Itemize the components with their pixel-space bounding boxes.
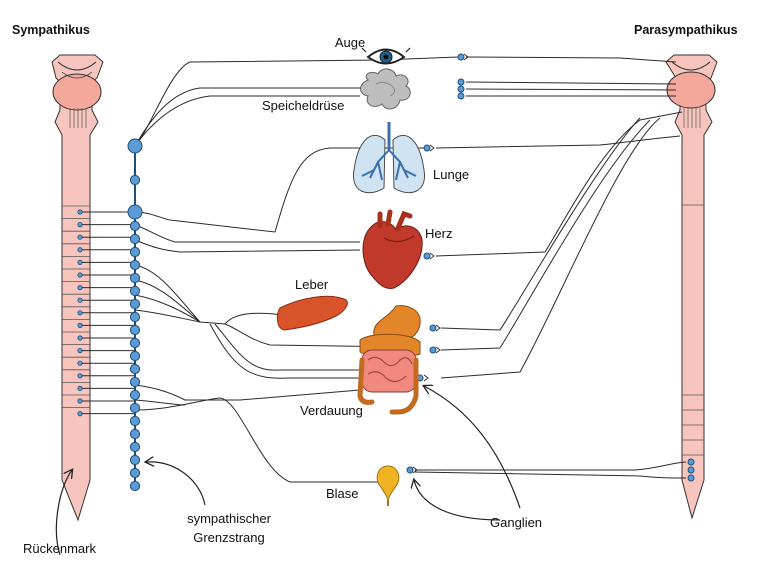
bladder-icon [376,465,400,506]
chain-ganglion [129,246,141,258]
spinal-exit-dot [77,284,83,291]
ganglien-label: Ganglien [490,515,543,530]
spinal-exit-dot [77,297,83,303]
chain-ganglion [129,454,141,466]
chain-ganglion [129,402,141,414]
spinal-exit-dot [77,398,83,404]
chain-ganglion [129,415,141,427]
spinal-exit-dot [77,234,83,240]
verdauung-label: Verdauung [300,403,363,418]
chain-ganglion [129,441,141,453]
chain-ganglion [129,480,141,492]
ganglion-gland-2 [457,85,465,93]
spinal-exit-dot [77,259,83,265]
chain-ganglion [129,467,141,479]
left-spinal-cord [51,54,104,522]
rueckenmark-label: Rückenmark [23,541,96,556]
chain-ganglion [129,220,141,232]
arrow-grenzstrang [146,462,206,506]
chain-ganglion [129,233,141,245]
chain-ganglion [129,350,141,362]
blase-label: Blase [326,486,359,501]
chain-ganglion [129,363,141,375]
chain-ganglion [129,428,141,440]
spinal-exit-dot [77,272,83,278]
liver-icon [276,295,348,331]
parasympathetic-nerves [414,56,687,479]
grenzstrang-label: sympathischer Grenzstrang [187,510,271,548]
sympathikus-title: Sympathikus [12,23,90,37]
heart-icon [362,209,423,289]
sympathetic-nerves [82,56,459,483]
chain-ganglion [129,272,141,284]
lung-icon [352,122,426,193]
chain-ganglion [129,389,141,401]
lunge-label: Lunge [433,167,470,182]
chain-ganglion [127,204,143,220]
ganglion-gland-1 [457,78,465,86]
chain-ganglion [129,337,141,349]
organ-ganglia [406,53,695,482]
chain-ganglion [129,311,141,323]
ganglion-eye [457,53,465,61]
chain-ganglion [129,174,141,186]
chain-ganglion [129,324,141,336]
spinal-exit-dot [77,222,83,228]
ganglion-lung [423,144,431,152]
spinal-exit-dot [77,310,83,316]
digestive-tract-icon [357,305,421,415]
ganglion-stomach [429,324,437,332]
chain-ganglion [127,138,143,154]
parasympathikus-title: Parasympathikus [634,23,738,37]
arrow-ganglien-bladder [414,480,501,521]
spinal-exit-dot [77,209,83,215]
ganglion-digestion-1 [429,346,437,354]
spinal-exit-dot [77,347,83,354]
leber-label: Leber [295,277,329,292]
chain-ganglion [129,298,141,310]
spinal-exit-dot [77,373,83,379]
ganglion-gland-3 [457,92,465,100]
salivary-gland-icon [360,68,411,110]
spinal-exit-dot [77,247,83,253]
spinal-exit-dot [77,385,83,391]
spinal-exit-dot [77,410,83,417]
spinal-exit-dot [77,360,83,366]
chain-ganglion [129,376,141,388]
grenzstrang-label-line1: sympathischer [187,511,271,526]
auge-label: Auge [334,35,366,50]
annotation-arrows [55,386,521,556]
right-spinal-cord [665,54,718,520]
chain-ganglion [129,259,141,271]
spinal-exit-dot [77,335,83,341]
arrow-ganglien-digestion [424,386,521,509]
grenzstrang-label-line2: Grenzstrang [193,529,265,545]
eye-icon [361,47,411,65]
spinal-exit-dot [77,322,83,328]
chain-ganglion [129,285,141,297]
arrow-rueckenmark [55,470,72,556]
herz-label: Herz [425,226,453,241]
sympathetic-chain [127,138,143,492]
speicheldruese-label: Speicheldrüse [262,98,345,113]
ganglion-heart [423,252,431,260]
ganglion-bladder [406,466,414,474]
